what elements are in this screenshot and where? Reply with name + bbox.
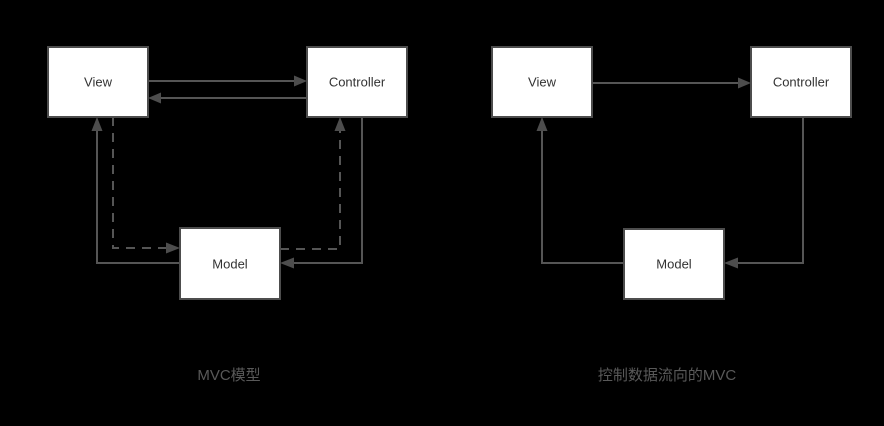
edge-view-to-model <box>112 117 180 254</box>
caption-mvc-controlled-flow: 控制数据流向的MVC <box>598 367 737 384</box>
edge-view-to-controller <box>148 75 307 87</box>
diagram-mvc-controlled-flow: View Controller Model 控制数据流向的MVC <box>491 46 852 384</box>
node-model-2[interactable]: Model <box>623 228 725 300</box>
node-controller-label-2: Controller <box>773 74 830 89</box>
node-model-label: Model <box>212 256 248 271</box>
node-view-2[interactable]: View <box>491 46 593 118</box>
edge-model-to-controller <box>280 117 346 250</box>
node-model[interactable]: Model <box>179 227 281 300</box>
edge-controller-to-model <box>280 117 363 269</box>
caption-mvc-classic: MVC模型 <box>197 367 260 384</box>
node-view-label: View <box>84 74 113 89</box>
edge-model-to-view-2 <box>536 117 624 264</box>
node-view-label-2: View <box>528 74 557 89</box>
node-controller[interactable]: Controller <box>306 46 408 118</box>
node-view[interactable]: View <box>47 46 149 118</box>
edge-model-to-view <box>91 117 180 264</box>
edge-view-to-controller-2 <box>592 77 751 89</box>
node-controller-2[interactable]: Controller <box>750 46 852 118</box>
diagram-mvc-classic: View Controller Model MVC模型 <box>47 46 408 384</box>
node-controller-label: Controller <box>329 74 386 89</box>
edge-controller-to-model-2 <box>724 117 804 269</box>
edge-controller-to-view <box>148 92 307 104</box>
node-model-label-2: Model <box>656 256 692 271</box>
